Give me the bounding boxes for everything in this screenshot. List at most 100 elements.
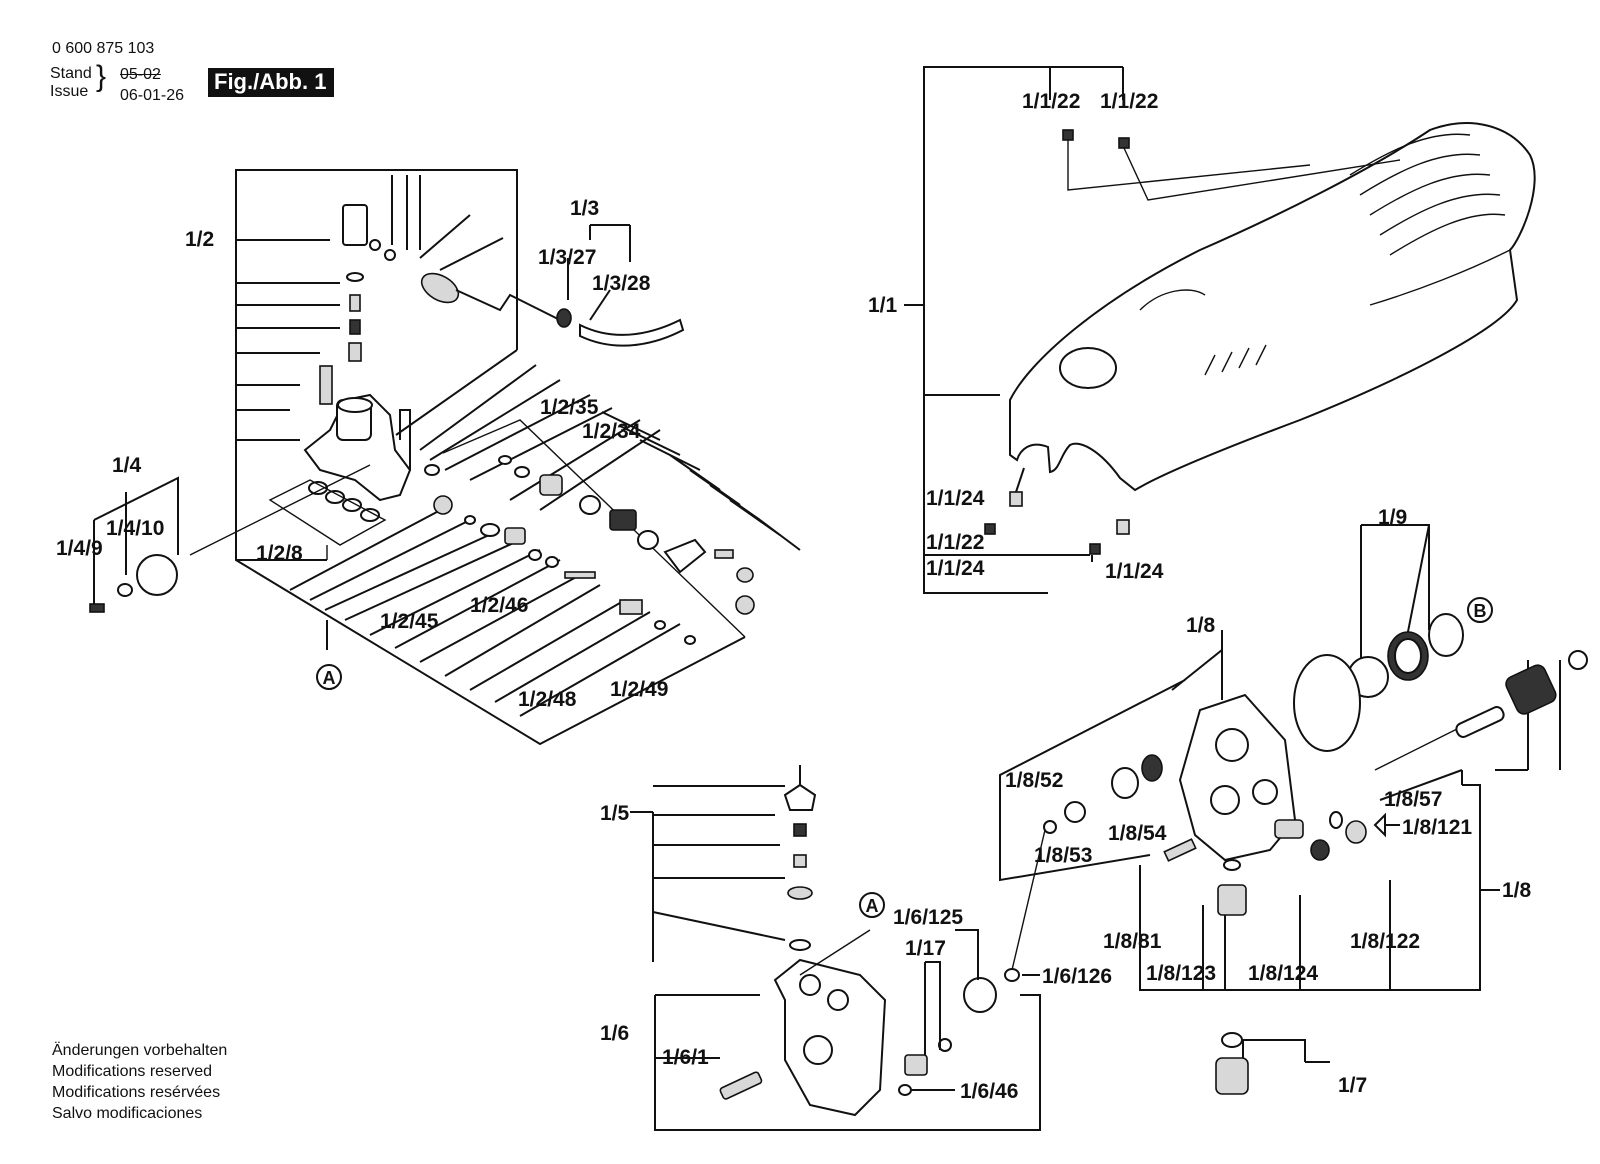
label-1-2-48: 1/2/48 [518,688,577,711]
label-1-2: 1/2 [185,228,214,251]
leader-1-8-right [1139,770,1500,991]
label-1-2-45: 1/2/45 [380,610,439,633]
label-1-2-34: 1/2/34 [582,420,641,443]
screw-1-1-22c-icon [984,523,996,535]
label-1-6-46: 1/6/46 [960,1080,1018,1103]
old-date: 05-02 [120,66,161,83]
label-1-8-53: 1/8/53 [1034,844,1092,867]
o-ring-1-2-49-icon [684,635,696,645]
leader-frame-1-1 [923,66,1051,594]
label-1-6: 1/6 [600,1022,629,1045]
o-ring-1-2-35-icon [498,455,512,465]
hose-barb-icon [420,272,460,304]
leader-1-6-125 [955,929,979,980]
label-1-1-24c: 1/1/24 [1105,560,1164,583]
leader-1-17 [924,961,941,1055]
frame-1-2-hatch-c [601,411,801,551]
pin-icon [564,571,596,579]
leader-o-ring-link [1011,829,1046,971]
document-number: 0 600 875 103 [52,40,155,57]
leader-1-3 [589,224,631,262]
label-1-8-top: 1/8 [1186,614,1216,637]
valve-1-17-icon [904,1054,928,1076]
label-1-6-126: 1/6/126 [1042,965,1112,988]
callout-a-bottom-leader [799,929,871,976]
o-ring-1-2-46-icon [528,549,542,561]
label-1-2-35: 1/2/35 [540,396,599,419]
seal-holder-icon [433,495,453,515]
o-ring-1-2-8b-icon [325,490,345,504]
modifications-notice: Änderungen vorbehalten Modifications res… [52,1040,227,1124]
leader-1-5 [652,785,786,962]
label-1-1-24b: 1/1/24 [926,557,985,580]
o-ring-set-box [268,479,387,546]
seal-ring-3-icon [1428,613,1464,657]
label-1-17: 1/17 [905,937,946,960]
o-ring-small-1-icon [369,239,381,251]
valve-assembly-group [189,169,801,746]
fitting-leaders [391,175,504,271]
label-1-3-28: 1/3/28 [592,272,651,295]
label-1-8-124: 1/8/124 [1248,962,1318,985]
issue-label: Issue [50,83,89,100]
frame-1-2-hatch-a [395,349,661,511]
pump-head-port-1 [1215,728,1249,762]
label-1-8-54: 1/8/54 [1108,822,1167,845]
notice-line-es: Salvo modificaciones [52,1105,203,1122]
plug-1-8-121-icon [1345,820,1367,844]
knob-icon [136,554,178,596]
o-ring-1-2-icon [346,272,364,282]
piston-body-icon [539,474,563,496]
o-ring-1-2-48-icon [654,620,666,630]
clip-1-1-24c-icon [1116,519,1130,535]
o-ring-1-2-45-icon [545,556,559,568]
u-clip-icon [399,409,411,470]
plunger-rod-icon [1455,706,1505,738]
elbow-fitting-icon [342,204,368,246]
o-ring-1-2-8c-icon [342,498,362,512]
label-1-6-1: 1/6/1 [662,1046,709,1069]
cover-grip [1139,289,1206,311]
cover-rib-5 [1389,213,1506,256]
o-ring-1-2-8d-icon [360,508,380,522]
callout-a-top-circle [316,664,342,690]
label-1-8-57: 1/8/57 [1384,788,1442,811]
o-ring-1-8-123-icon [1223,859,1241,871]
label-1-8-right: 1/8 [1502,879,1532,902]
bracket-icon [663,538,707,574]
inlet-fitting-1-8-124-icon [1217,884,1247,916]
screw-1-1-22a-icon [1062,129,1074,141]
notice-line-de: Änderungen vorbehalten [52,1042,228,1059]
nut-1-8-122-icon [1310,839,1330,861]
cylinder-port-3 [803,1035,833,1065]
leader-1-8-121 [1373,812,1400,838]
bushing-icon [579,495,601,515]
knob-leader [189,464,371,556]
cover-handle-opening [1059,347,1117,389]
label-1-7: 1/7 [1338,1074,1367,1097]
o-ring-1-2-8a-icon [308,481,328,495]
seal-1-6-125-icon [963,977,997,1013]
label-1-4: 1/4 [112,454,142,477]
outlet-fitting-icon [1274,819,1304,839]
label-1-1-22b: 1/1/22 [1100,90,1158,113]
washer-2-icon [637,530,659,550]
cover-rib-1 [1349,133,1471,176]
label-1-5: 1/5 [600,802,630,825]
label-1-2-8: 1/2/8 [256,542,303,565]
cover-rib-3 [1369,173,1491,216]
leader-clip-a [1015,467,1025,493]
piston-icon [504,527,526,545]
o-ring-1-2-34-icon [514,466,530,478]
fitting-1-7-icon [1215,1057,1249,1095]
callout-a-bottom-circle [859,892,885,918]
spring-1-2-icon [609,509,637,531]
label-1-1-22a: 1/1/22 [1022,90,1080,113]
stand-label: Stand [50,65,92,82]
valve-bore [337,397,373,413]
screw-1-1-22b-icon [1118,137,1130,149]
o-ring-1-8-121a-icon [1329,811,1343,829]
brace-icon: } [96,60,107,93]
valve-plug-icon [348,342,362,362]
